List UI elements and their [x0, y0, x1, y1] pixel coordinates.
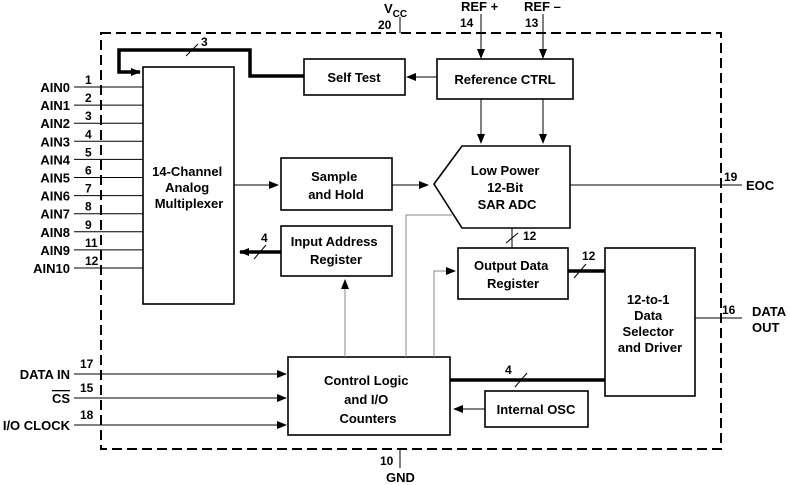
ain10-label: AIN10 [33, 261, 70, 276]
adc-bus-width: 12 [523, 229, 537, 243]
ain9-label: AIN9 [40, 243, 70, 258]
addr-bus-width: 4 [261, 231, 268, 245]
ain5-label: AIN5 [40, 171, 70, 186]
ain2-pin-number: 3 [85, 109, 92, 123]
sample-hold-block [280, 157, 393, 211]
reference-ctrl-block [436, 58, 574, 100]
ain6-label: AIN6 [40, 189, 70, 204]
ain7-pin-number: 8 [85, 200, 92, 214]
self-test-bus-width: 3 [201, 35, 208, 49]
outreg-bus-slash [573, 263, 587, 279]
ref-minus-pin-number: 13 [525, 16, 539, 30]
i-o-clock-label: I/O CLOCK [3, 418, 71, 433]
ain0-pin-number: 1 [85, 73, 92, 87]
sar-adc-label: Low Power 12-Bit SAR ADC [471, 163, 543, 212]
ain8-label: AIN8 [40, 225, 70, 240]
data-out-pin-number: 16 [722, 303, 736, 317]
data-in-pin-number: 17 [80, 357, 94, 371]
self-test-bus-slash [185, 43, 199, 57]
ctrl-to-outreg-wire [433, 267, 456, 357]
ctrl-bus-width: 4 [505, 363, 512, 377]
ain1-label: AIN1 [40, 98, 70, 113]
ain9-pin-number: 11 [85, 236, 98, 250]
vcc-label: VCC [384, 1, 407, 20]
ain6-pin-number: 7 [85, 182, 92, 196]
adc-bus-slash [505, 232, 519, 244]
ain4-label: AIN4 [40, 152, 70, 167]
vcc-pin-number: 20 [378, 18, 392, 32]
ain7-label: AIN7 [40, 207, 70, 222]
ain3-pin-number: 4 [85, 127, 92, 141]
ref-minus-label: REF – [524, 0, 561, 14]
ctrl-bus-slash [514, 372, 528, 388]
addr-bus-slash [253, 244, 267, 260]
ain1-pin-number: 2 [85, 91, 92, 105]
mux-label: 14-Channel Analog Multiplexer [152, 164, 226, 211]
ain8-pin-number: 9 [85, 218, 92, 232]
outreg-bus-width: 12 [582, 249, 596, 263]
data-out-label: DATA OUT [752, 304, 789, 335]
self-test-bus [117, 48, 304, 78]
input-address-register-block [280, 225, 393, 277]
cs-pin-number: 15 [80, 381, 94, 395]
eoc-label: EOC [746, 178, 775, 193]
ain3-label: AIN3 [40, 134, 70, 149]
input-address-register-label: Input Address Register [291, 234, 382, 267]
ref-plus-label: REF + [461, 0, 499, 14]
cs-label: CS [52, 391, 70, 406]
control-logic-block [287, 356, 451, 436]
internal-osc-block [484, 390, 589, 428]
ctrl-to-adc-wire [405, 214, 452, 357]
reference-ctrl-label: Reference CTRL [454, 72, 555, 87]
self-test-block [303, 58, 406, 96]
gnd-pin-number: 10 [380, 454, 394, 468]
ain2-label: AIN2 [40, 116, 70, 131]
ref-plus-pin-number: 14 [460, 16, 474, 30]
gnd-label: GND [386, 470, 415, 485]
control-logic-label: Control Logic and I/O Counters [324, 373, 412, 426]
chip-boundary [100, 32, 722, 450]
data-selector-block [604, 247, 696, 397]
output-data-register-label: Output Data Register [474, 258, 552, 291]
sar-adc-block [433, 145, 571, 229]
data-in-label: DATA IN [20, 367, 70, 382]
eoc-pin-number: 19 [724, 170, 738, 184]
output-data-register-block [457, 247, 569, 300]
ain0-label: AIN0 [40, 80, 70, 95]
self-test-label: Self Test [327, 70, 381, 85]
internal-osc-label: Internal OSC [497, 402, 576, 417]
data-selector-label: 12-to-1 Data Selector and Driver [618, 292, 682, 355]
ain10-pin-number: 12 [85, 254, 99, 268]
i-o-clock-pin-number: 18 [80, 408, 94, 422]
sample-hold-label: Sample and Hold [308, 169, 364, 202]
ain4-pin-number: 5 [85, 145, 92, 159]
ain5-pin-number: 6 [85, 164, 92, 178]
